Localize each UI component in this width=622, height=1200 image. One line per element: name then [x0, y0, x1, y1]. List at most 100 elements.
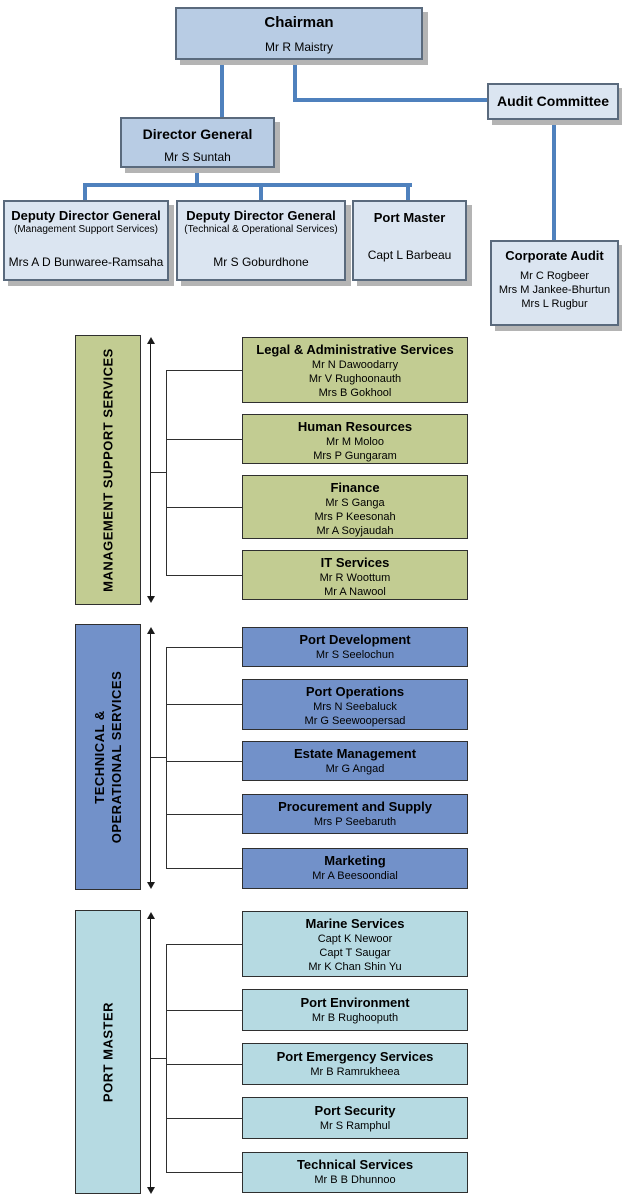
dept-title: Port Emergency Services: [276, 1049, 434, 1064]
person-name: Mr M Moloo: [325, 436, 385, 448]
person-name: Mrs B Gokhool: [318, 387, 392, 399]
org-box-director-general: Director General Mr S Suntah: [120, 117, 275, 168]
dept-title: IT Services: [320, 555, 390, 570]
dept-title: Marketing: [324, 853, 386, 868]
dept-title: Finance: [330, 480, 380, 495]
person-name: Mr S Seelochun: [315, 649, 395, 661]
bracket-trunk-s2: [166, 647, 167, 868]
org-box-deputy-dg-tos: Deputy Director General (Technical & Ope…: [176, 200, 346, 281]
dept-title: Port Environment: [300, 995, 410, 1010]
person-name: Mr V Rughoonauth: [308, 373, 402, 385]
section-label-text: MANAGEMENT SUPPORT SERVICES: [100, 348, 116, 592]
deputy-dg-tos-name: Mr S Goburdhone: [213, 255, 309, 269]
dept-title: Technical Services: [296, 1157, 414, 1172]
person-name: Mrs P Keesonah: [314, 511, 396, 523]
connector-rail-deputy-tos: [259, 183, 263, 200]
dept-title: Port Development: [299, 632, 411, 647]
section-label-port-master: PORT MASTER: [75, 910, 141, 1194]
bracket-trunk-s1: [166, 370, 167, 575]
deputy-dg-tos-subtitle: (Technical & Operational Services): [184, 224, 338, 235]
audit-committee-title: Audit Committee: [497, 93, 609, 109]
bracket-stub-s3: [166, 1172, 242, 1173]
dept-title: Human Resources: [297, 419, 413, 434]
dept-box-it-services: IT Services Mr R Woottum Mr A Nawool: [242, 550, 468, 600]
deputy-dg-mss-title: Deputy Director General: [11, 208, 161, 223]
person-name: Mr S Ramphul: [319, 1120, 391, 1132]
connector-chairman-audit-horizontal: [293, 98, 556, 102]
director-general-name: Mr S Suntah: [164, 150, 231, 164]
person-name: Mr N Dawoodarry: [311, 359, 399, 371]
person-name: Mr A Nawool: [324, 586, 386, 598]
section-label-text: PORT MASTER: [100, 1001, 116, 1103]
dept-box-technical-services: Technical Services Mr B B Dhunnoo: [242, 1152, 468, 1193]
dept-title: Procurement and Supply: [278, 799, 432, 814]
double-arrow-technical-operational: [146, 627, 155, 889]
section-label-text: TECHNICAL & OPERATIONAL SERVICES: [92, 670, 124, 844]
corporate-audit-member: Mr C Rogbeer: [519, 270, 590, 282]
bracket-stub-s1: [166, 439, 242, 440]
arrow-shaft: [150, 633, 151, 883]
deputy-dg-mss-subtitle: (Management Support Services): [14, 224, 158, 235]
double-arrow-management-support: [146, 337, 155, 603]
person-name: Mr S Ganga: [325, 497, 385, 509]
bracket-trunk-s3: [166, 944, 167, 1172]
org-box-corporate-audit: Corporate Audit Mr C Rogbeer Mrs M Janke…: [490, 240, 619, 326]
connector-chairman-audit-vertical: [293, 60, 297, 102]
person-name: Mr B Rughooputh: [311, 1012, 399, 1024]
dept-box-port-security: Port Security Mr S Ramphul: [242, 1097, 468, 1139]
dept-box-port-operations: Port Operations Mrs N Seebaluck Mr G See…: [242, 679, 468, 730]
dept-title: Port Operations: [305, 684, 405, 699]
org-box-audit-committee: Audit Committee: [487, 83, 619, 120]
person-name: Mrs P Gungaram: [313, 450, 397, 462]
person-name: Mrs P Seebaruth: [313, 816, 397, 828]
bracket-stub-s2: [166, 814, 242, 815]
dept-box-port-environment: Port Environment Mr B Rughooputh: [242, 989, 468, 1031]
dept-box-port-development: Port Development Mr S Seelochun: [242, 627, 468, 667]
person-name: Mr B B Dhunnoo: [314, 1174, 396, 1186]
dept-box-marine-services: Marine Services Capt K Newoor Capt T Sau…: [242, 911, 468, 977]
org-box-port-master: Port Master Capt L Barbeau: [352, 200, 467, 281]
arrow-shaft: [150, 918, 151, 1188]
bracket-stub-s3: [166, 944, 242, 945]
section-label-technical-operational: TECHNICAL & OPERATIONAL SERVICES: [75, 624, 141, 890]
person-name: Mr B Ramrukheea: [310, 1066, 400, 1078]
bracket-stub-s2: [166, 761, 242, 762]
connector-rail-deputy-mss: [83, 183, 87, 200]
deputy-dg-mss-name: Mrs A D Bunwaree-Ramsaha: [8, 255, 164, 269]
dept-box-estate-management: Estate Management Mr G Angad: [242, 741, 468, 781]
bracket-stub-s3: [166, 1118, 242, 1119]
person-name: Capt K Newoor: [317, 933, 393, 945]
section-label-management-support: MANAGEMENT SUPPORT SERVICES: [75, 335, 141, 605]
chairman-title: Chairman: [264, 14, 334, 31]
bracket-stub-s2: [166, 647, 242, 648]
connector-audit-corporate: [552, 98, 556, 240]
arrow-shaft: [150, 343, 151, 597]
bracket-stub-s2: [166, 704, 242, 705]
bracket-mid-s1: [150, 472, 166, 473]
dept-box-human-resources: Human Resources Mr M Moloo Mrs P Gungara…: [242, 414, 468, 464]
double-arrow-port-master: [146, 912, 155, 1194]
deputy-dg-tos-title: Deputy Director General: [186, 208, 336, 223]
dept-box-finance: Finance Mr S Ganga Mrs P Keesonah Mr A S…: [242, 475, 468, 539]
person-name: Mr K Chan Shin Yu: [308, 961, 402, 973]
bracket-stub-s1: [166, 575, 242, 576]
person-name: Mr A Beesoondial: [312, 870, 398, 882]
person-name: Mr R Woottum: [319, 572, 391, 584]
person-name: Capt T Saugar: [319, 947, 391, 959]
person-name: Mrs N Seebaluck: [313, 701, 397, 713]
bracket-stub-s2: [166, 868, 242, 869]
bracket-stub-s3: [166, 1010, 242, 1011]
dept-title: Legal & Administrative Services: [256, 342, 454, 357]
bracket-stub-s1: [166, 370, 242, 371]
dept-box-procurement-supply: Procurement and Supply Mrs P Seebaruth: [242, 794, 468, 834]
org-box-deputy-dg-mss: Deputy Director General (Management Supp…: [3, 200, 169, 281]
chairman-name: Mr R Maistry: [265, 40, 333, 54]
connector-dg-rail: [83, 183, 412, 187]
dept-box-port-emergency-services: Port Emergency Services Mr B Ramrukheea: [242, 1043, 468, 1085]
connector-rail-port-master: [406, 183, 410, 200]
port-master-name: Capt L Barbeau: [367, 248, 452, 262]
org-box-chairman: Chairman Mr R Maistry: [175, 7, 423, 60]
director-general-title: Director General: [142, 126, 253, 142]
corporate-audit-member: Mrs M Jankee-Bhurtun: [498, 284, 611, 296]
person-name: Mr G Seewoopersad: [304, 715, 406, 727]
